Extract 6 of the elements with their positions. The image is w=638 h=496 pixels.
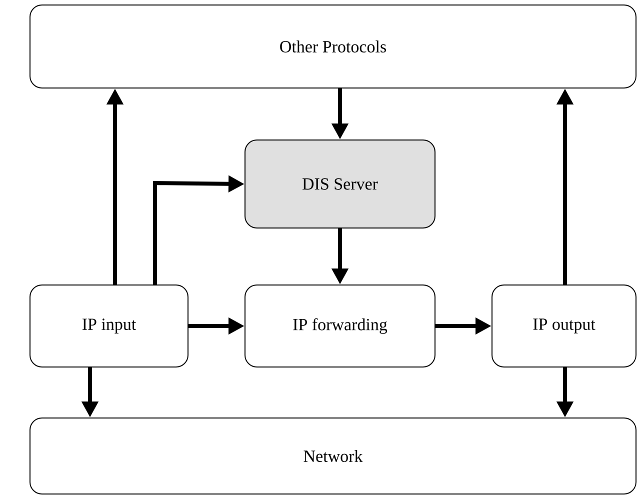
rounded-box: Network bbox=[30, 418, 636, 494]
shaded-box: DIS Server bbox=[244, 140, 436, 228]
rounded-box: Other Protocols bbox=[30, 4, 636, 88]
rounded-box: IP output bbox=[492, 284, 636, 368]
rounded-box: IP forwarding bbox=[244, 284, 436, 368]
rounded-box: IP input bbox=[30, 284, 188, 368]
